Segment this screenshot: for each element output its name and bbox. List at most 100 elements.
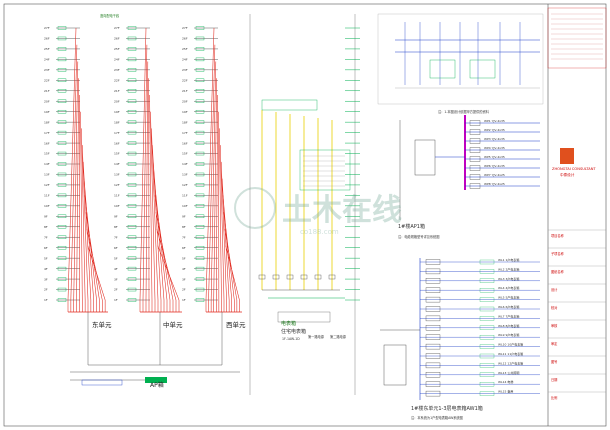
floor-label: 27F xyxy=(44,26,50,30)
meter-box-symbol xyxy=(127,256,137,260)
riser-cable xyxy=(142,44,148,312)
company-name-cn: 中泰设计 xyxy=(560,173,575,177)
floor-label: 19F xyxy=(182,110,188,114)
meter-box-symbol xyxy=(195,78,205,83)
meter-box-symbol xyxy=(57,245,67,250)
riser-cable xyxy=(73,61,79,312)
aw-circuit-label: WL4 4户电表箱 xyxy=(498,285,519,290)
meter-box-symbol xyxy=(127,287,137,292)
aw-circuit-label: WL2 2户电表箱 xyxy=(498,266,519,271)
riser-cable xyxy=(222,195,232,312)
aw-panel-note: 注：本系统为1户型电表箱AW系统图 xyxy=(411,416,463,420)
floor-label: 20F xyxy=(44,99,50,103)
meter-box-symbol xyxy=(57,120,67,124)
aw-meter xyxy=(479,316,495,321)
floor-label: 19F xyxy=(114,110,120,114)
title-row-label: 校对 xyxy=(551,305,558,310)
aw-meter-block xyxy=(383,344,407,386)
floor-label: 8F xyxy=(44,225,48,229)
aw-breaker xyxy=(425,381,441,387)
riser-group xyxy=(56,14,360,395)
riser-cable xyxy=(139,27,147,312)
floor-label: 7F xyxy=(114,235,118,239)
floor-label: 3F xyxy=(182,277,186,281)
meter-box-symbol xyxy=(195,298,205,302)
meter-box-symbol xyxy=(127,183,137,187)
ap-panel-title: 1#楼AP1箱 xyxy=(398,224,425,230)
meter-box-symbol xyxy=(127,214,137,219)
aw-meter xyxy=(479,335,495,340)
meter-box-symbol xyxy=(57,47,67,51)
meter-box-symbol xyxy=(195,214,205,219)
riser-cable xyxy=(219,128,222,312)
floor-label: 10F xyxy=(182,204,188,208)
meter-box-symbol xyxy=(127,26,137,30)
meter-box-symbol xyxy=(57,183,67,187)
meter-box-symbol xyxy=(57,193,67,198)
floor-label: 17F xyxy=(44,131,50,135)
meter-box-symbol xyxy=(127,266,137,271)
floor-label: 5F xyxy=(44,256,48,260)
title-row-label: 子项名称 xyxy=(551,251,565,256)
floor-label: 26F xyxy=(114,37,120,41)
riser-cable xyxy=(67,27,77,312)
riser-cable xyxy=(76,78,79,312)
riser-cable xyxy=(220,145,225,312)
aw-meter xyxy=(479,325,495,330)
meter-box-symbol xyxy=(195,141,205,145)
riser-cable xyxy=(213,78,217,312)
aw-meter xyxy=(479,391,495,396)
floor-label: 26F xyxy=(182,37,188,41)
meter-box-symbol xyxy=(195,235,205,239)
riser-cable xyxy=(87,245,106,312)
floor-label: 1F xyxy=(114,298,118,302)
riser-cable xyxy=(225,245,240,312)
floor-label: 11F xyxy=(182,194,188,198)
aw-breaker xyxy=(425,315,441,322)
aw-meter xyxy=(479,372,495,377)
meter-box-note: 1F-1AW-1D xyxy=(282,337,300,341)
aw-meter xyxy=(479,259,495,265)
aw-circuit-label: WL12 12户电表箱 xyxy=(498,360,523,365)
aw-breaker xyxy=(425,362,441,369)
ap-panel-circuit-label: WP4 YJV-4x35 xyxy=(484,146,505,150)
floor-label: 10F xyxy=(114,204,120,208)
floor-label: 14F xyxy=(182,162,188,166)
aw-breaker xyxy=(425,353,441,359)
aw-meter xyxy=(479,306,495,312)
ap-panel-breaker xyxy=(469,174,481,180)
meter-box-symbol xyxy=(127,162,137,166)
floor-label: 2F xyxy=(44,288,48,292)
meter-box-symbol xyxy=(195,193,205,198)
meter-box-symbol xyxy=(195,256,205,260)
meter-box-symbol xyxy=(127,172,137,177)
elevator-header-box xyxy=(261,99,318,111)
meter-box-symbol xyxy=(57,130,67,135)
company-logo xyxy=(560,148,574,164)
floor-label: 20F xyxy=(114,99,120,103)
floor-label: 2F xyxy=(182,288,186,292)
meter-box-symbol xyxy=(127,245,137,250)
meter-box-symbol xyxy=(57,57,67,62)
aw-meter xyxy=(479,344,495,349)
floor-label: 10F xyxy=(44,204,50,208)
riser-cable xyxy=(149,94,153,312)
meter-box-symbol xyxy=(127,89,137,93)
floor-label: 11F xyxy=(44,194,50,198)
meter-box-symbol xyxy=(195,245,205,250)
ap-panel-breaker xyxy=(469,165,481,171)
floor-label: 4F xyxy=(114,267,118,271)
floor-label: 12F xyxy=(182,183,188,187)
aw-circuit-label: WL10 10户电表箱 xyxy=(498,342,523,347)
ap-panel-switch xyxy=(414,139,436,176)
meter-box-symbol xyxy=(127,36,137,41)
meter-box-symbol xyxy=(195,120,205,124)
watermark: 土木在线 co188.com xyxy=(234,187,402,236)
ap-panel-circuit-label: WP6 YJV-4x35 xyxy=(484,164,505,168)
meter-box-symbol xyxy=(127,57,137,62)
riser-cable xyxy=(82,161,92,312)
meter-box-symbol xyxy=(195,130,205,135)
title-row-label: 审核 xyxy=(551,323,558,328)
floor-label: 22F xyxy=(114,79,120,83)
floor-label: 5F xyxy=(182,256,186,260)
